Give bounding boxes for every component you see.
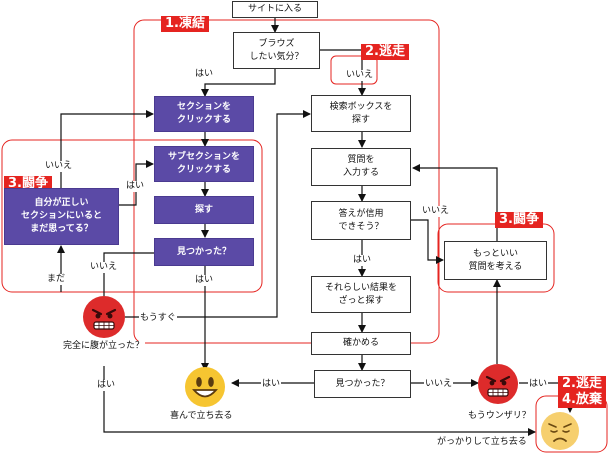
caption-fed-up: もうウンザリ？ [467,411,532,422]
label-fed-up-yes: はい [528,379,549,390]
caption-happy-leave: 喜んで立ち去る [169,411,234,422]
label-found2-yes: はい [261,379,282,390]
node-enter-question: 質問を 入力する [311,148,411,186]
caption-angry-question: 完全に腹が立った？ [62,341,146,352]
node-search-box: 検索ボックスを 探す [311,95,411,132]
node-better-results: それらしい結果を ざっと探す [311,276,411,313]
tag-freeze: 1.凍結 [161,16,209,32]
label-found1-no: いいえ [89,262,119,273]
node-search: 探す [154,196,254,224]
caption-disappointed-leave: がっかりして立ち去る [436,437,528,448]
node-browse: ブラウズ したい気分？ [233,32,320,69]
label-found1-yes: はい [194,275,215,286]
region-escape-top [330,55,378,85]
happy-face-icon [185,367,225,407]
tag-escape-top: 2.逃走 [361,44,409,60]
node-site-enter: サイトに入る [232,1,318,18]
label-still-no: いいえ [44,161,74,172]
node-answer-trust: 答えが信用 できそう？ [311,201,411,240]
label-found2-no: いいえ [424,379,454,390]
label-soon: もうすぐ [139,313,177,324]
label-trust-no: いいえ [421,206,451,217]
tag-escape-quit: 2.逃走 4.放棄 [558,376,606,408]
label-trust-yes: はい [352,255,373,266]
label-not-yet: まだ [46,274,67,285]
label-angry-yes: はい [96,380,117,391]
node-found-1: 見つかった？ [154,238,254,266]
node-click-subsection: サブセクションを クリックする [154,146,254,182]
fed-up-face-icon [478,364,518,404]
node-found-2: 見つかった？ [314,370,411,398]
tag-fight-right: 3.闘争 [495,212,543,228]
label-browse-yes: はい [194,69,215,80]
node-better-question: もっといい 質問を考える [444,241,547,280]
node-check: 確かめる [311,332,411,355]
node-still-right-section: 自分が正しい セクションにいると まだ思ってる？ [4,188,119,245]
disappointed-face-icon [541,412,579,450]
label-browse-no: いいえ [345,70,375,81]
label-still-yes: はい [125,181,146,192]
node-click-section: セクションを クリックする [154,96,254,132]
region-fight-left [1,139,263,293]
angry-face-icon [83,296,125,338]
